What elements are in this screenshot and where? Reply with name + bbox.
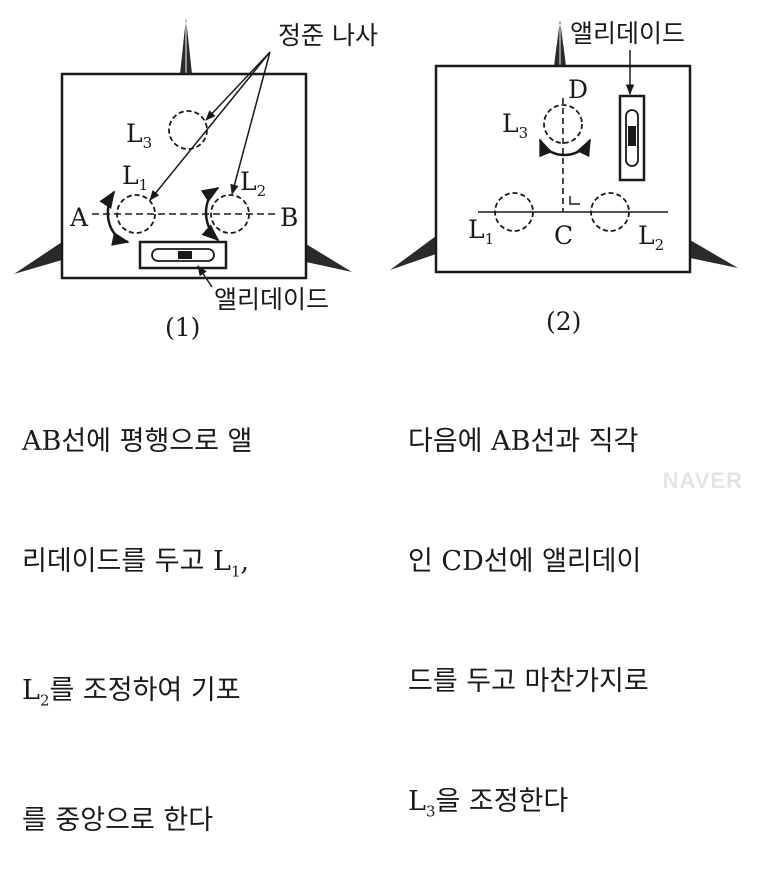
tripod-leg-left (390, 236, 436, 270)
label-c: C (554, 221, 573, 250)
label-figure-2: (2) (546, 307, 581, 336)
label-l2: L2 (240, 167, 266, 200)
caption-1-line-3: L2를 조정하여 기포 (22, 675, 241, 710)
caption-2-line-1: 다음에 AB선과 직각 (408, 426, 639, 457)
figure-1: 정준 나사 L3 L1 L2 A B 앨리데이드 (1) (14, 18, 378, 342)
label-l3: L3 (502, 109, 528, 142)
caption-2-line-4: L3을 조정한다 (408, 786, 569, 821)
caption-step-1: AB선에 평행으로 앨 리데이드를 두고 L1, L2를 조정하여 기포 를 중… (22, 342, 252, 881)
leveling-screw-l1 (494, 192, 534, 232)
caption-2-line-3: 드를 두고 마찬가지로 (408, 666, 649, 697)
label-alidade-2: 앨리데이드 (570, 19, 685, 48)
caption-1-line-2: 리데이드를 두고 L1, (22, 546, 250, 581)
rotation-arrow-l3 (538, 138, 592, 158)
label-a: A (69, 203, 89, 232)
alidade-vertical (618, 94, 646, 182)
caption-1-line-1: AB선에 평행으로 앨 (22, 426, 253, 457)
alidade-leveling-diagram: 정준 나사 L3 L1 L2 A B 앨리데이드 (1) (14, 18, 738, 342)
label-alidade-1: 앨리데이드 (214, 285, 329, 314)
pointer-l3 (205, 51, 271, 121)
leveling-screw-l3 (543, 104, 583, 144)
tripod-leg-left (14, 242, 62, 274)
caption-2-line-2: 인 CD선에 앨리데이 (408, 546, 642, 577)
label-l1: L1 (468, 215, 494, 248)
label-d: D (568, 75, 588, 104)
tripod-leg-right (306, 244, 352, 272)
pointer-l2 (230, 51, 271, 196)
label-figure-1: (1) (165, 313, 200, 342)
tripod-leg-right (690, 240, 738, 268)
pointer-l1 (149, 51, 271, 201)
label-l1: L1 (122, 161, 148, 194)
label-l2: L2 (638, 221, 664, 254)
label-b: B (280, 203, 298, 232)
alidade-horizontal (138, 240, 228, 270)
leveling-screw-l2 (590, 192, 630, 232)
naver-watermark: NAVER (662, 468, 743, 493)
pointer-alidade-1 (197, 265, 213, 288)
rotation-arrow-l1 (99, 190, 130, 246)
right-angle-mark (569, 196, 580, 205)
caption-step-2: 다음에 AB선과 직각 인 CD선에 앨리데이 드를 두고 마찬가지로 L3을 … (408, 342, 649, 871)
figure-2: 앨리데이드 D L3 L1 C L2 (2) (390, 19, 738, 336)
label-l3: L3 (126, 119, 152, 152)
label-leveling-screws: 정준 나사 (278, 21, 378, 50)
caption-1-line-4: 를 중앙으로 한다 (22, 804, 214, 836)
rotation-arrow-l2 (200, 186, 220, 242)
